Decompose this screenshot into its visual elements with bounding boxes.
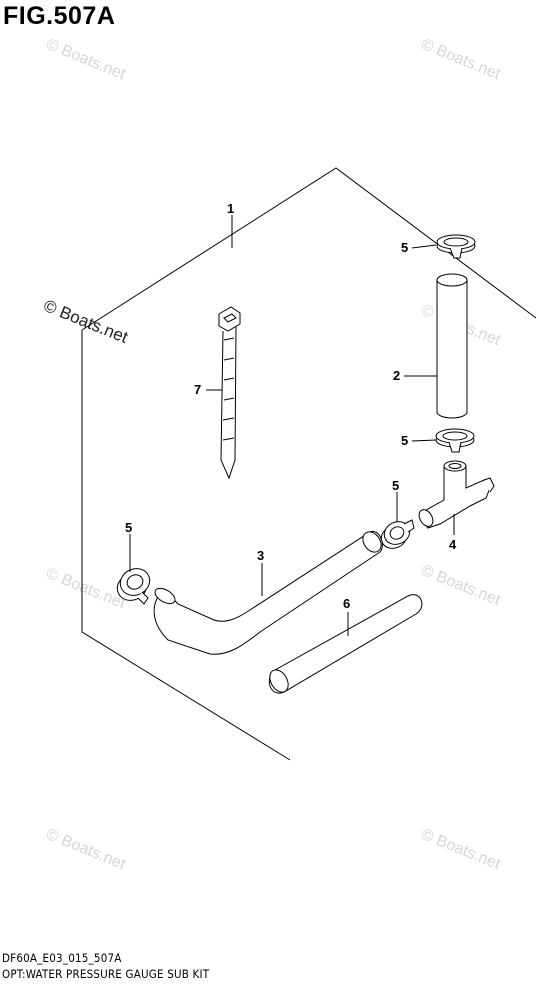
figure-title: FIG.507A	[3, 2, 116, 30]
callout-3: 3	[257, 548, 264, 563]
hose-clamp-part	[116, 568, 151, 605]
kit-description: OPT:WATER PRESSURE GAUGE SUB KIT	[2, 967, 210, 981]
hose-part-2	[436, 273, 468, 419]
callout-4: 4	[449, 537, 457, 552]
cable-tie-part	[218, 306, 241, 480]
hose-clamp-part	[435, 428, 475, 453]
hose-clamp-part	[380, 519, 415, 549]
callout-7: 7	[194, 382, 201, 397]
callout-5: 5	[401, 433, 408, 448]
hose-part-6	[268, 594, 423, 694]
callout-5: 5	[392, 478, 399, 493]
callout-5: 5	[401, 240, 408, 255]
hose-clamp-part	[436, 234, 476, 259]
leader-lines	[129, 215, 455, 636]
callout-1: 1	[227, 201, 234, 216]
callout-5: 5	[125, 520, 132, 535]
bent-hose-part-3	[153, 530, 383, 655]
drawing-code: DF60A_E03_015_507A	[2, 951, 122, 965]
callout-6: 6	[343, 596, 350, 611]
tee-joint-part	[418, 460, 495, 529]
callout-2: 2	[393, 368, 400, 383]
kit-outline	[81, 167, 537, 761]
